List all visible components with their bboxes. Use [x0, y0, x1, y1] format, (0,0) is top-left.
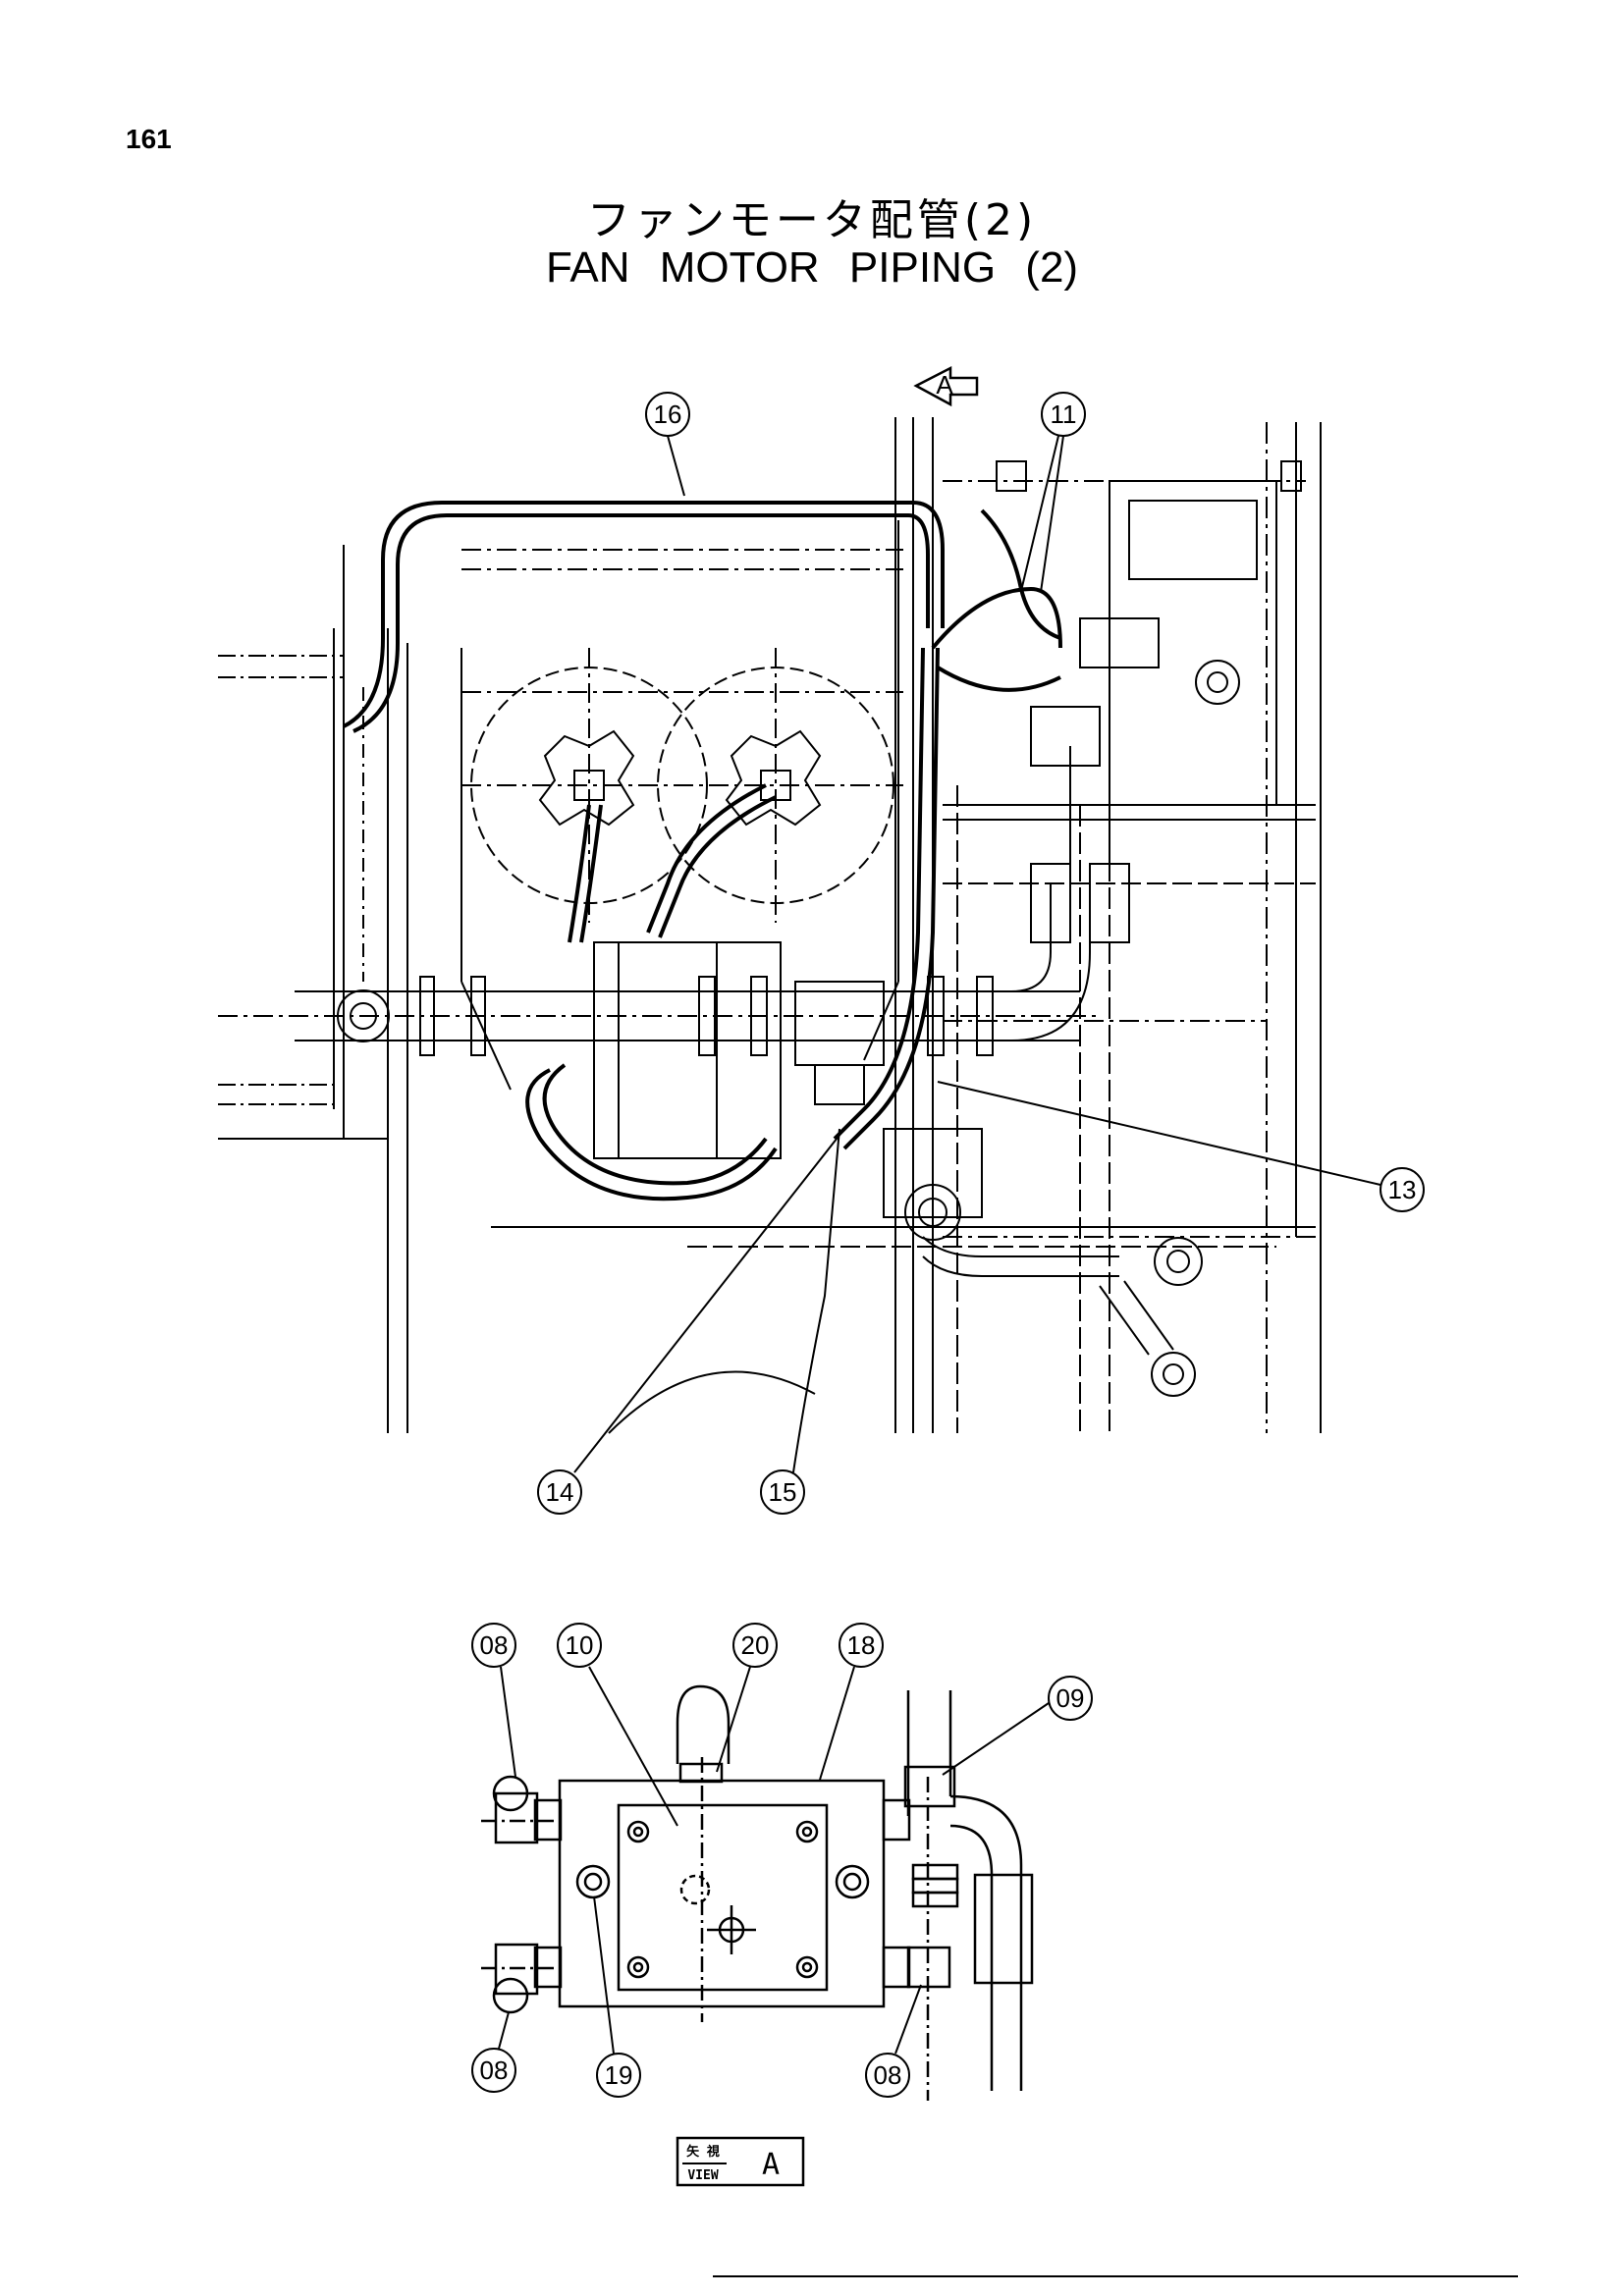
view-a-label-box: 矢 視 VIEW A: [676, 2136, 805, 2187]
hose-lines: [343, 501, 1062, 1201]
svg-text:18: 18: [847, 1630, 876, 1660]
view-arrow-label: A: [936, 370, 953, 400]
view-arrow-a: A: [913, 365, 979, 407]
page-number: 161: [126, 124, 172, 154]
svg-text:20: 20: [741, 1630, 770, 1660]
view-label-en: VIEW: [687, 2168, 718, 2183]
svg-text:09: 09: [1056, 1683, 1085, 1713]
page-title-english: FAN MOTOR PIPING (2): [545, 243, 1079, 292]
callout-09: 09: [942, 1676, 1093, 1776]
top-view-callouts: 16 11 13 14 15: [537, 392, 1425, 1515]
svg-text:08: 08: [480, 2056, 509, 2085]
callout-11: 11: [1020, 392, 1086, 593]
callout-08-lower-left: 08: [471, 2011, 516, 2093]
callout-18: 18: [819, 1623, 884, 1781]
callout-13: 13: [937, 1081, 1425, 1212]
callout-14: 14: [537, 1128, 845, 1515]
svg-text:11: 11: [1051, 400, 1077, 429]
callout-19: 19: [593, 1896, 641, 2098]
svg-text:19: 19: [605, 2060, 633, 2090]
callout-20: 20: [716, 1623, 778, 1773]
view-label-jp: 矢 視: [686, 2144, 720, 2160]
view-a-callouts: 08 10 20 18 09 08 19: [471, 1623, 1093, 2098]
svg-text:16: 16: [654, 400, 682, 429]
callout-08-upper-left: 08: [471, 1623, 516, 1778]
view-a-drawing: [481, 1684, 1034, 2101]
callout-10: 10: [557, 1623, 678, 1827]
callout-15: 15: [760, 1128, 840, 1515]
page-title-japanese: ファンモータ配管(2): [586, 195, 1038, 245]
bottom-rule: [713, 2275, 1518, 2277]
svg-text:15: 15: [769, 1477, 797, 1507]
svg-text:13: 13: [1388, 1175, 1417, 1204]
callout-16: 16: [645, 392, 690, 497]
svg-text:10: 10: [566, 1630, 594, 1660]
svg-text:08: 08: [480, 1630, 509, 1660]
fan-hubs: [538, 729, 822, 827]
svg-text:08: 08: [874, 2060, 902, 2090]
view-label-letter: A: [762, 2148, 780, 2182]
svg-text:14: 14: [546, 1477, 574, 1507]
callout-08-lower-right: 08: [865, 1984, 922, 2098]
